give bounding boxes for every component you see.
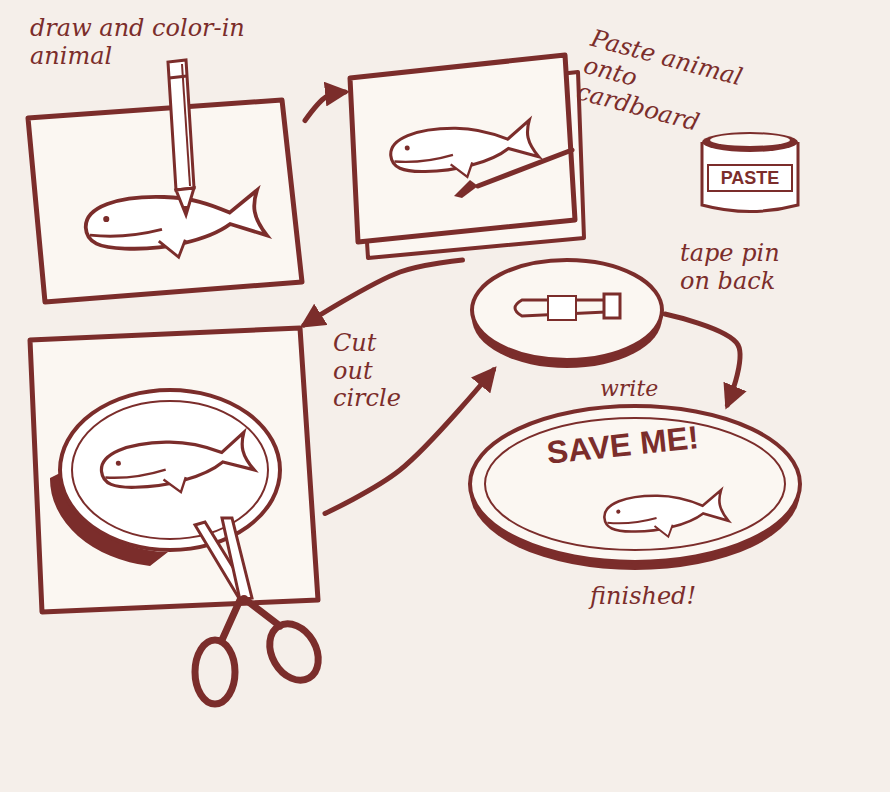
step-panel: Paste animal onto cardboard [345,50,580,260]
step-caption: finished! [590,583,740,611]
step-panel: draw and color-in animal [25,100,305,305]
step-panel: tape pin on back [470,258,665,370]
step-arrow [305,92,345,121]
step-arrow [304,260,463,325]
step-caption: tape pin on back [680,240,795,295]
jar-label: PASTE [708,165,792,191]
step-caption: SAVE ME! [545,415,738,471]
pasting-panel [350,55,584,258]
step-caption: Paste animal onto cardboard [574,25,769,152]
cutting-panel [30,328,328,704]
step-caption: write [600,376,690,401]
step-arrow [665,314,740,405]
drawing-panel [28,60,302,302]
pin-disc [472,260,662,368]
step-caption: draw and color-in animal [30,15,280,70]
step-panel: Cut out circle [25,325,325,615]
finished-button [470,406,800,570]
step-panel: writeSAVE ME!finished! [470,405,800,565]
step-caption: Cut out circle [333,330,423,413]
paste-jar [702,132,798,212]
